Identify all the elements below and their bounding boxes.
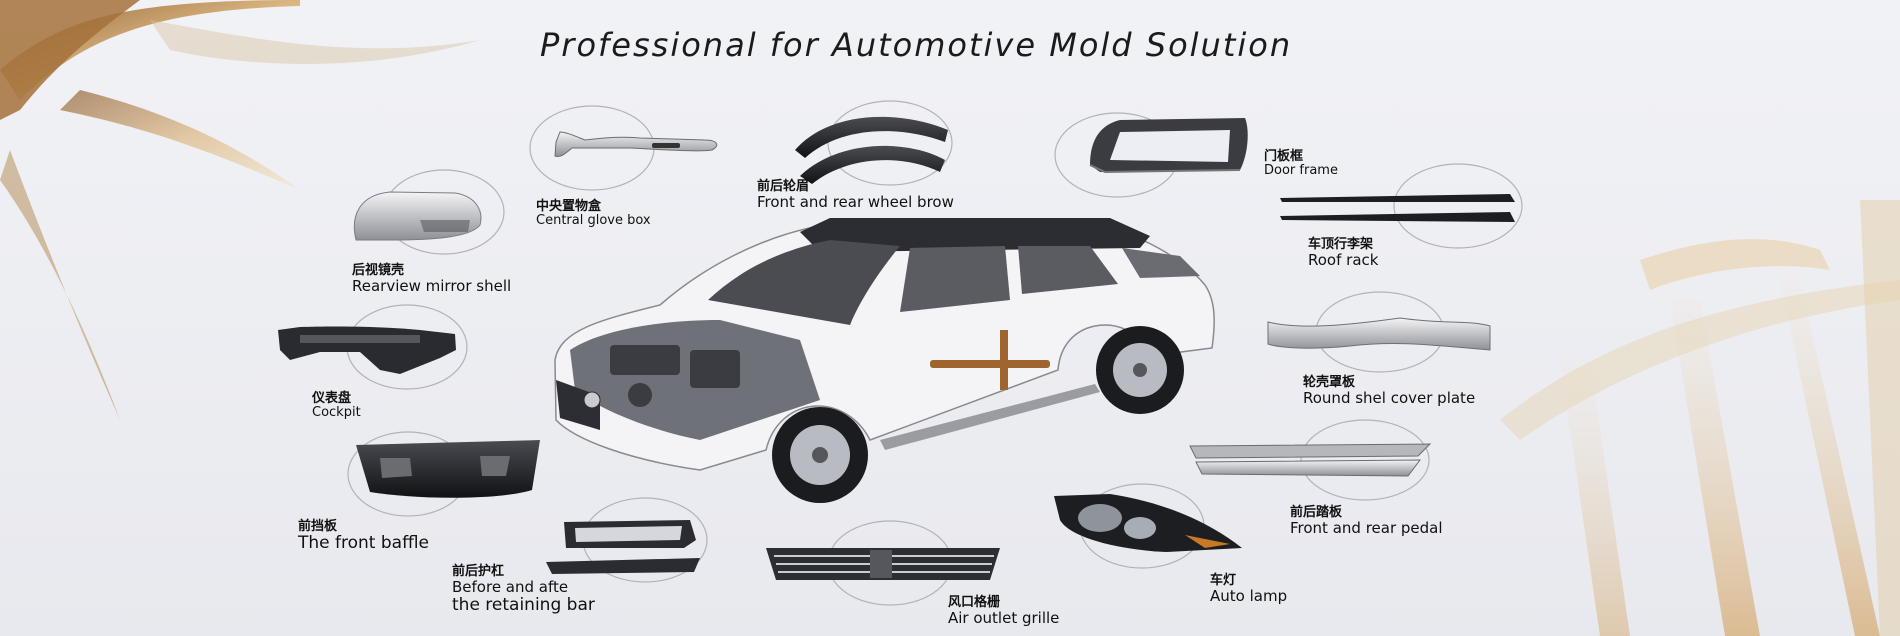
lamp-illustration [1054,494,1242,552]
label-roof-rack: 车顶行李架 Roof rack [1308,237,1379,270]
label-cockpit: 仪表盘 Cockpit [312,391,361,421]
gold-swirl-left [0,0,480,420]
gold-swirl-right [1500,200,1900,636]
pedal-illustration [1189,443,1432,477]
label-door-frame: 门板框 Door frame [1264,149,1338,179]
label-cover-plate: 轮壳罩板 Round shel cover plate [1303,375,1476,408]
roof-rack-illustration [1280,194,1515,222]
retaining-bar-illustration [546,520,700,574]
banner-title: Professional for Automotive Mold Solutio… [540,26,1293,64]
label-mirror: 后视镜壳 Rearview mirror shell [352,263,512,296]
car-rear-wheel [1096,326,1184,414]
car-front-wheel [772,407,868,503]
cover-plate-illustration [1267,317,1491,351]
glove-box-illustration [554,131,718,157]
label-glove-box: 中央置物盒 Central glove box [536,199,651,229]
label-grille: 风口格栅 Air outlet grille [948,595,1060,628]
door-frame-illustration [1089,118,1248,174]
label-pedal: 前后踏板 Front and rear pedal [1290,505,1443,538]
baffle-illustration [356,440,540,498]
label-lamp: 车灯 Auto lamp [1210,573,1288,606]
cockpit-illustration [278,326,456,374]
label-wheel-brow: 前后轮眉 Front and rear wheel brow [757,179,954,212]
grille-illustration [766,548,1000,580]
car-illustration [554,218,1215,503]
wheel-brow-illustration [795,116,948,184]
label-baffle: 前挡板 The front baffle [298,519,429,554]
mirror-illustration [353,191,482,241]
label-retaining-bar: 前后护杠 Before and afte the retaining bar [452,564,595,615]
